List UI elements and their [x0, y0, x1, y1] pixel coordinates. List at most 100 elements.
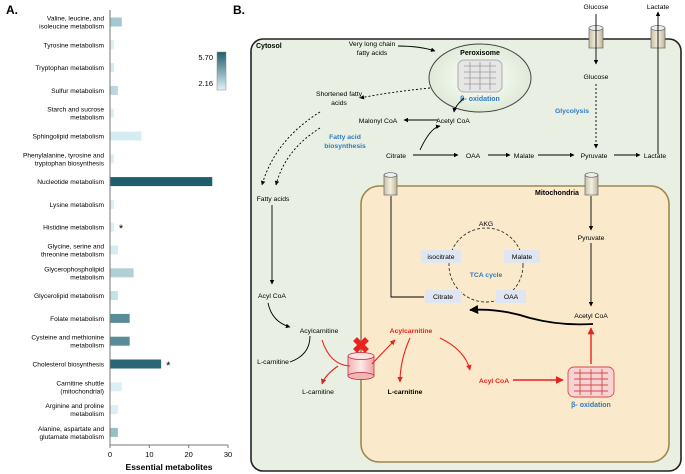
metabolite-labels: Glucose Lactate Glucose Glycolysis Very …: [257, 4, 670, 396]
bar: [110, 63, 114, 73]
l-carnitine-left-label: L-carnitine: [257, 359, 289, 366]
x-tick-label: 0: [108, 450, 112, 459]
citrate-carrier-icon: [383, 172, 398, 196]
vlcfa-label-line1: Very long chain: [349, 41, 396, 48]
malate-box: [504, 250, 540, 263]
category-label: Cholesterol biosynthesis: [33, 362, 105, 369]
l-carnitine-bottom-label: L-carnitine: [302, 389, 334, 396]
malonyl-coa-label: Malonyl CoA: [359, 118, 398, 125]
isocitrate-label: isocitrate: [427, 254, 454, 261]
glycolysis-label: Glycolysis: [555, 108, 589, 115]
peroxisome-label: Peroxisome: [460, 50, 500, 57]
isocitrate-box: [421, 250, 461, 263]
lactate-extracellular-label: Lactate: [647, 4, 670, 11]
mitochondria-label: Mitochondria: [535, 190, 579, 197]
category-label: Tyrosine metabolism: [44, 42, 105, 49]
acyl-coa-mito-label: Acyl CoA: [479, 378, 509, 385]
citrate-mito-label: Citrate: [433, 294, 453, 301]
colorbar-gradient: [216, 51, 227, 91]
bar: [110, 382, 122, 392]
glucose-extracellular-label: Glucose: [584, 4, 609, 11]
bar: [110, 199, 114, 209]
mito-beta-oxidation-icon: [567, 366, 615, 398]
bar: [110, 245, 118, 255]
panel-b-label: B.: [233, 3, 245, 17]
colorbar-legend: 5.70 2.16: [198, 51, 227, 91]
bar: [110, 85, 118, 95]
pyruvate-carrier-icon: [584, 172, 599, 196]
category-label: Sulfur metabolism: [51, 88, 104, 95]
highlight-arrows: [320, 327, 595, 385]
bar: [110, 40, 114, 50]
bar: [110, 405, 118, 415]
glucose-cytosol-label: Glucose: [584, 74, 609, 81]
blocked-cross-icon: ✖: [352, 333, 370, 358]
lactate-cytosol-label: Lactate: [644, 153, 667, 160]
pyruvate-cytosol-label: Pyruvate: [581, 153, 608, 160]
acylcarnitine-cytosol-label: Acylcarnitine: [300, 328, 339, 335]
l-carnitine-mito-label: L-carnitine: [388, 389, 423, 396]
acylcarnitine-mito-label: Acylcarnitine: [390, 328, 433, 335]
mitochondria-compartment: [360, 185, 670, 463]
pyruvate-mito-label: Pyruvate: [578, 235, 605, 242]
cytosol-label: Cytosol: [256, 43, 282, 50]
malate-cytosol-label: Malate: [514, 153, 535, 160]
category-label: Histidine metabolism: [43, 225, 104, 232]
category-label: Nucleotide metabolism: [37, 179, 104, 186]
x-tick-label: 20: [184, 450, 192, 459]
peroxisome-beta-oxidation: β- oxidation: [460, 96, 500, 103]
bar: [110, 291, 118, 301]
x-axis-title: Essential metabolites: [126, 462, 213, 472]
bar: [110, 336, 130, 346]
bar: [110, 359, 162, 369]
tca-cycle-ring: [448, 227, 524, 303]
x-tick-label: 30: [224, 450, 232, 459]
category-label: Carnitine shuttle(mitochondrial): [56, 380, 104, 395]
category-label: Lysine metabolism: [50, 202, 105, 209]
citrate-cytosol-label: Citrate: [386, 153, 406, 160]
fatty-acids-label: Fatty acids: [257, 196, 290, 203]
mito-beta-oxidation-label: β- oxidation: [571, 402, 611, 409]
peroxisome-cristae-icon: [457, 59, 503, 93]
vlcfa-label-line2: fatty acids: [357, 50, 388, 57]
panel-a-label: A.: [6, 3, 18, 17]
oaa-mito-label: OAA: [504, 294, 519, 301]
malate-mito-label: Malate: [512, 254, 533, 261]
bar: [110, 427, 118, 437]
bar: [110, 313, 130, 323]
fa-biosynthesis-label-line1: Fatty acid: [329, 134, 361, 141]
akg-label: AKG: [479, 221, 493, 228]
acetyl-coa-mito-label: Acetyl CoA: [574, 313, 608, 320]
x-tick-label: 10: [145, 450, 153, 459]
tca-cycle-label: TCA cycle: [470, 272, 503, 279]
oaa-mito-box: [496, 290, 526, 303]
shortened-fa-label-line2: acids: [331, 100, 347, 107]
shortened-fa-label-line1: Shortened fatty: [316, 91, 363, 98]
fa-biosynthesis-label-line2: biosynthesis: [324, 143, 366, 150]
colorbar-min-label: 2.16: [198, 79, 213, 88]
bar: [110, 177, 213, 187]
acyl-coa-cytosol-label: Acyl CoA: [258, 293, 286, 300]
colorbar-max-label: 5.70: [198, 53, 213, 62]
acetyl-coa-cytosol-label: Acetyl CoA: [436, 118, 470, 125]
category-label: Sphingolipid metabolism: [33, 134, 105, 141]
panel-b: B. Cytosol Mitochondria Peroxisome β- ox…: [233, 3, 682, 472]
oaa-cytosol-label: OAA: [466, 153, 481, 160]
category-label: Glycerolipid metabolism: [34, 293, 104, 300]
bar: [110, 222, 114, 232]
bar: [110, 268, 134, 278]
bar: [110, 154, 114, 164]
significance-star: *: [166, 360, 171, 372]
bar: [110, 17, 122, 27]
